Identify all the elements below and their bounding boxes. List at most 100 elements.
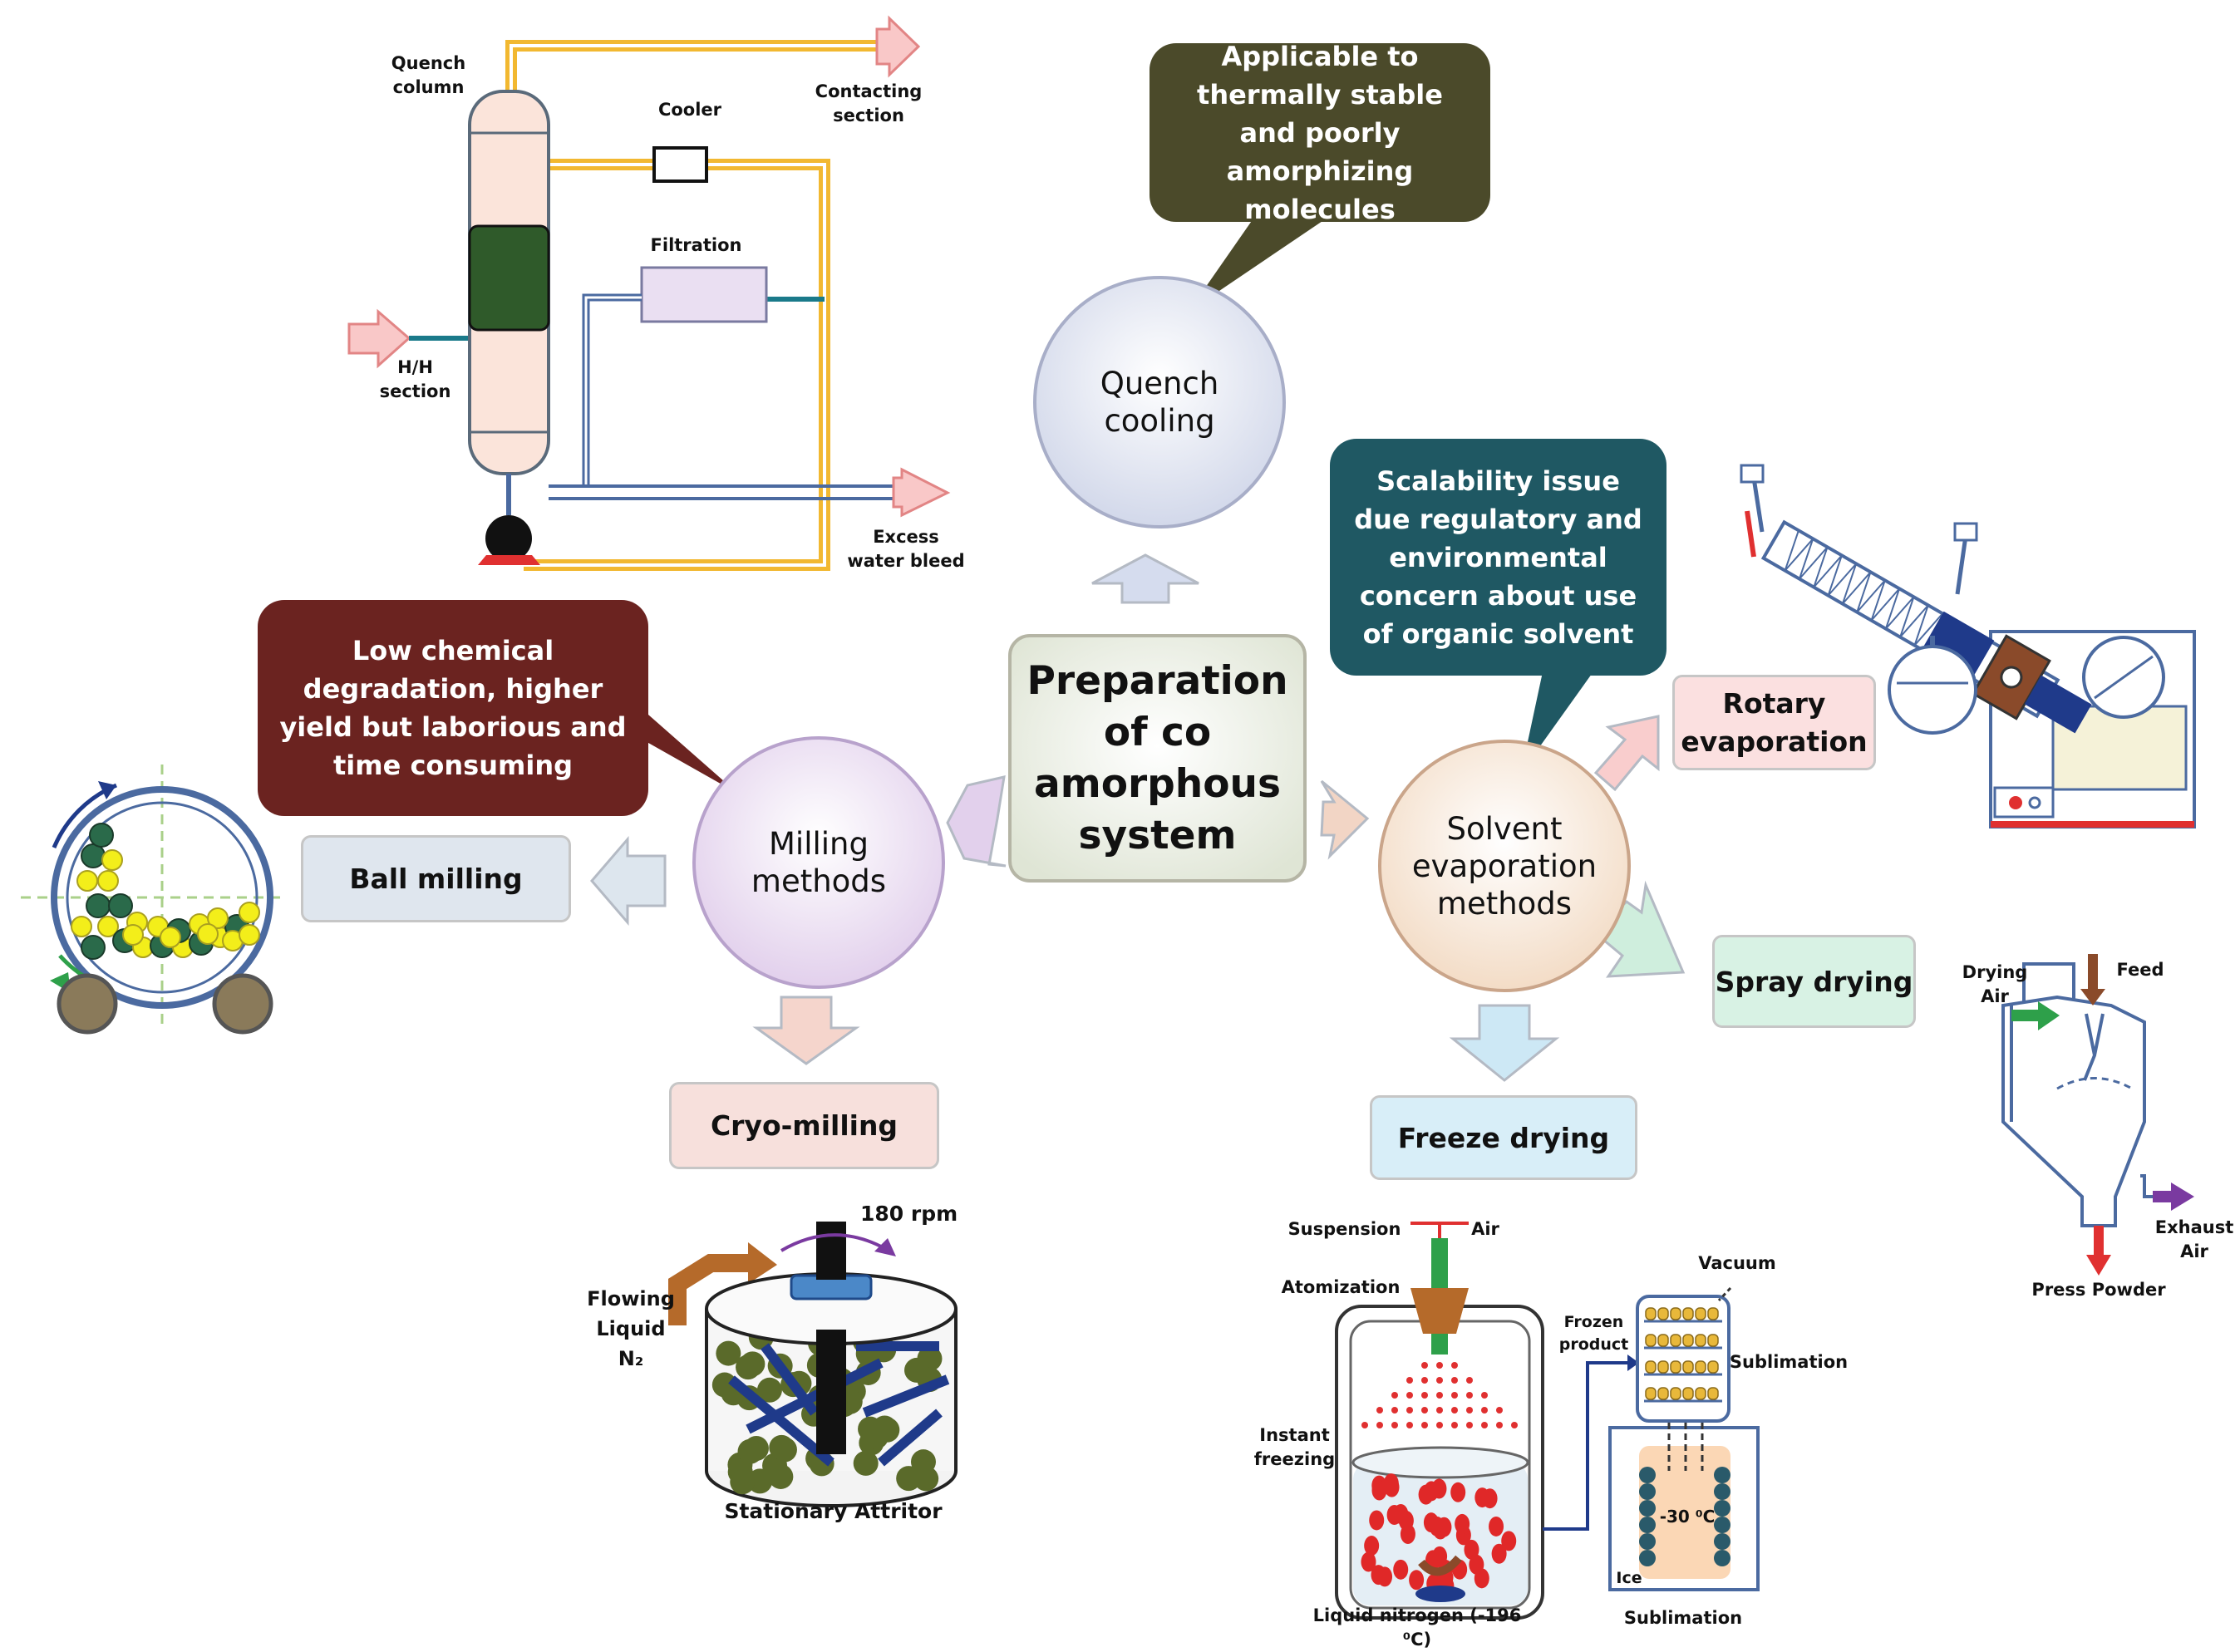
frozen-droplet <box>1424 1481 1440 1502</box>
coil-right <box>1714 1483 1730 1500</box>
mill-ball <box>101 849 123 871</box>
excess-water-arrow <box>892 467 951 518</box>
spray-droplet <box>1406 1422 1413 1428</box>
label-excess-water: Excess water bleed <box>847 527 965 571</box>
label-hh-section: H/H section <box>379 357 451 401</box>
cryo-bead <box>711 1372 737 1398</box>
rotary-evaporator-apparatus <box>1740 464 2196 828</box>
spray-droplet <box>1391 1392 1398 1399</box>
spray-droplet <box>1436 1422 1443 1428</box>
freeze-drying-label: Freeze drying <box>1397 1121 1610 1154</box>
cryo-bead <box>904 1357 930 1383</box>
quench-column-packing <box>468 224 550 332</box>
coil-left <box>1639 1550 1656 1566</box>
mill-ball <box>197 923 219 945</box>
spray-droplet <box>1391 1422 1398 1428</box>
tray-item <box>1670 1334 1681 1347</box>
spray-droplet <box>1361 1422 1368 1428</box>
spray-dryer-apparatus <box>2001 954 2194 1276</box>
cryo-milling-box[interactable]: Cryo-milling <box>669 1082 939 1169</box>
spray-drying-box[interactable]: Spray drying <box>1712 935 1916 1028</box>
arrow-to-milling <box>946 775 1007 868</box>
spray-droplet <box>1466 1407 1473 1414</box>
arrow-to-rotary <box>1593 715 1660 792</box>
milling-node[interactable]: Milling methods <box>694 738 943 987</box>
quench-node[interactable]: Quench cooling <box>1035 278 1284 527</box>
cryo-needle <box>728 1375 834 1467</box>
tray-item <box>1707 1387 1719 1400</box>
spray-droplet <box>1436 1392 1443 1399</box>
ball-mill-apparatus <box>21 765 287 1035</box>
tray-item <box>1707 1334 1719 1347</box>
coil-right <box>1714 1533 1730 1550</box>
tray-item <box>1657 1360 1669 1374</box>
arrow-to-quench <box>1091 553 1199 604</box>
tray-item <box>1707 1307 1719 1320</box>
spray-droplet <box>1496 1407 1503 1414</box>
cryo-bead <box>740 1351 766 1377</box>
coil-left <box>1639 1483 1656 1500</box>
arrow-to-solvent <box>1320 779 1370 860</box>
label-quench-column: Quench column <box>391 53 466 97</box>
label-press-powder: Press Powder <box>2031 1279 2166 1300</box>
mill-ball <box>76 870 98 892</box>
tray-item <box>1695 1360 1706 1374</box>
tray-item <box>1695 1387 1706 1400</box>
frozen-droplet <box>1432 1546 1448 1566</box>
tray-item <box>1707 1360 1719 1374</box>
frozen-droplet <box>1455 1513 1470 1534</box>
spray-droplet <box>1421 1377 1428 1384</box>
cryo-bead <box>768 1463 794 1489</box>
spray-droplet <box>1481 1407 1488 1414</box>
spray-droplet <box>1436 1377 1443 1384</box>
coil-right <box>1714 1500 1730 1517</box>
tray-item <box>1645 1360 1657 1374</box>
cryo-bead <box>910 1449 936 1475</box>
label-temp: -30 ⁰C <box>1659 1506 1716 1527</box>
spray-droplet <box>1481 1422 1488 1428</box>
cryo-bead <box>769 1434 795 1460</box>
frozen-droplet <box>1383 1473 1399 1494</box>
milling-note-text: Low chemical degradation, higher yield b… <box>279 635 627 781</box>
spray-droplet <box>1451 1362 1458 1369</box>
rotary-evaporation-box[interactable]: Rotary evaporation <box>1672 675 1876 770</box>
frozen-droplet <box>1491 1543 1507 1564</box>
cryo-bead <box>730 1469 756 1495</box>
frozen-droplet <box>1361 1551 1376 1572</box>
quench-bubble-tail <box>1189 216 1330 312</box>
frozen-droplet <box>1369 1510 1385 1531</box>
label-cooler: Cooler <box>657 99 722 120</box>
mill-ball <box>86 893 111 918</box>
frozen-droplet <box>1450 1482 1466 1502</box>
label-air: Air <box>1471 1218 1499 1239</box>
coil-left <box>1639 1467 1656 1483</box>
label-sublimation-bottom: Sublimation <box>1623 1607 1743 1628</box>
spray-droplet <box>1421 1362 1428 1369</box>
cryo-needle <box>746 1358 884 1434</box>
frozen-droplet <box>1432 1519 1448 1540</box>
center-node-shape <box>1008 634 1307 883</box>
tray-item <box>1657 1307 1669 1320</box>
label-filtration: Filtration <box>650 234 742 255</box>
spray-droplet <box>1481 1392 1488 1399</box>
ball-milling-box[interactable]: Ball milling <box>301 835 571 922</box>
milling-label: Milling methods <box>751 826 887 899</box>
tray-item <box>1670 1307 1681 1320</box>
solvent-node-shape <box>1378 740 1631 992</box>
frozen-droplet <box>1489 1516 1504 1536</box>
solvent-node[interactable]: Solvent evaporation methods <box>1380 741 1629 991</box>
center-node[interactable]: Preparation of co amorphous system <box>1010 636 1305 881</box>
label-exhaust-air: Exhaust Air <box>2154 1217 2234 1261</box>
cryo-bead <box>863 1424 889 1450</box>
spray-droplet <box>1451 1377 1458 1384</box>
tray-item <box>1682 1387 1694 1400</box>
spray-droplet <box>1496 1422 1503 1428</box>
freeze-drying-box[interactable]: Freeze drying <box>1370 1095 1637 1180</box>
label-drying-air: Drying Air <box>1962 962 2028 1006</box>
label-stationary-attritor: Stationary Attritor <box>724 1499 943 1523</box>
spray-drying-label: Spray drying <box>1715 965 1913 998</box>
label-atomization: Atomization <box>1281 1276 1401 1297</box>
cryo-needle <box>862 1374 950 1418</box>
mill-ball <box>239 924 260 946</box>
spray-droplet <box>1436 1407 1443 1414</box>
